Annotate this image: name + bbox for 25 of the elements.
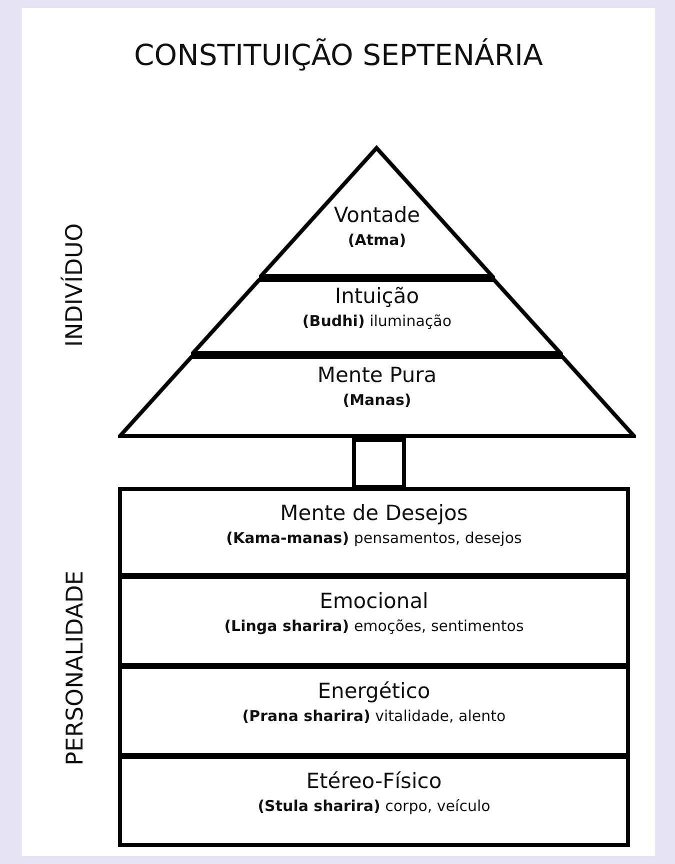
layer-title: Intuição (334, 284, 420, 308)
layer-description: (Kama-manas) pensamentos, desejos (226, 529, 522, 547)
layer-box (118, 665, 630, 757)
layer-box (118, 487, 630, 577)
layer-box (118, 755, 630, 847)
layer-description: (Stula sharira) corpo, veículo (258, 797, 490, 815)
layer-title: Vontade (334, 203, 420, 227)
layer-title: Mente Pura (317, 363, 437, 387)
pyramid-layer (118, 355, 636, 438)
layer-description: (Manas) (342, 391, 412, 409)
layer-title: Etéreo-Físico (306, 769, 442, 793)
layer-description: (Prana sharira) vitalidade, alento (242, 707, 506, 725)
layer-box (118, 575, 630, 667)
connector-box (352, 438, 406, 489)
layer-title: Mente de Desejos (280, 501, 468, 525)
layer-title: Emocional (320, 589, 428, 613)
diagram-title: CONSTITUIÇÃO SEPTENÁRIA (134, 38, 543, 72)
layer-description: (Budhi) iluminação (302, 312, 452, 330)
pyramid-layer (191, 278, 563, 355)
layer-description: (Linga sharira) emoções, sentimentos (224, 617, 524, 635)
pyramid-layer (259, 145, 495, 278)
layer-description: (Atma) (348, 231, 406, 249)
side-label: PERSONALIDADE (62, 570, 88, 766)
layer-title: Energético (318, 679, 430, 703)
side-label: INDIVÍDUO (62, 223, 88, 347)
